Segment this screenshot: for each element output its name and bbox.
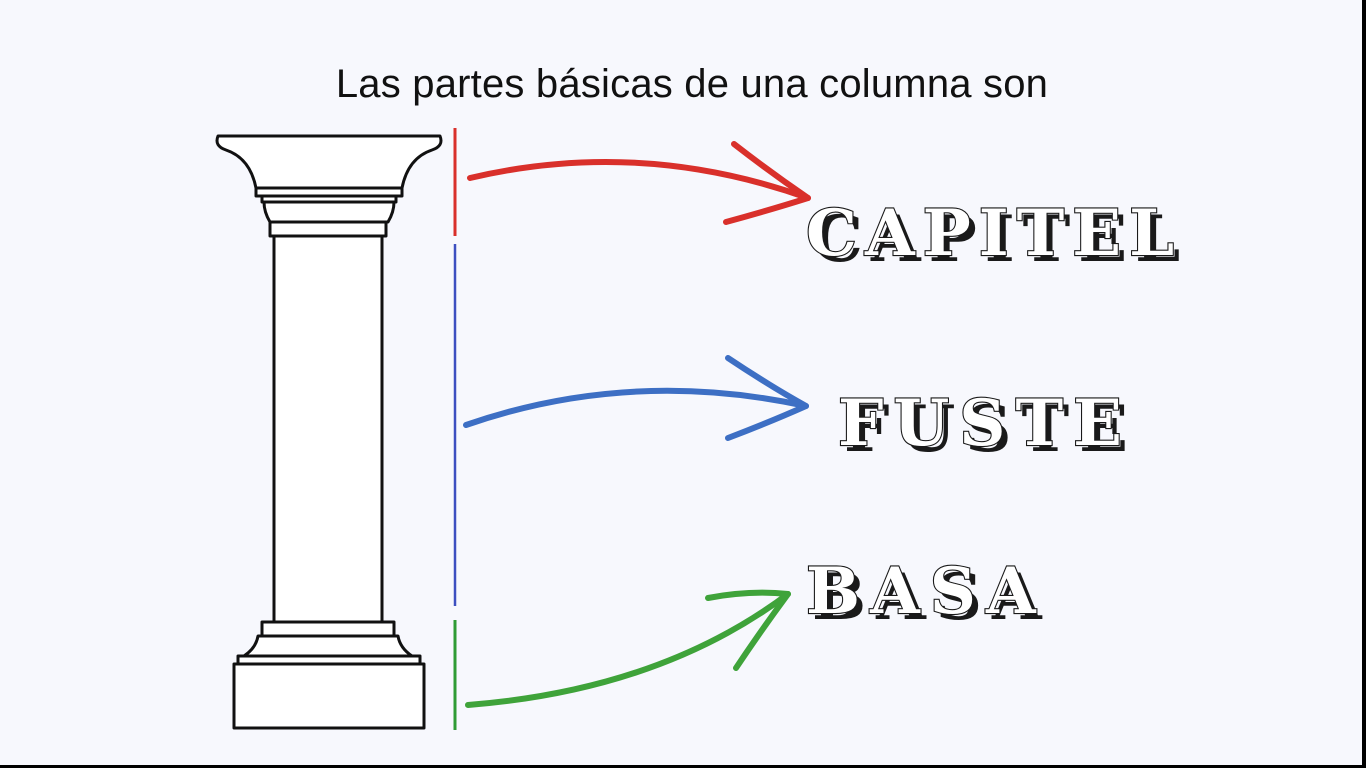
column-drawing (215, 134, 443, 730)
capital-label-group: CAPITEL CAPITEL (805, 195, 1188, 277)
shaft-label: FUSTE (838, 386, 1132, 461)
column-base-torus (260, 620, 396, 638)
shaft-label-group: FUSTE FUSTE (837, 385, 1138, 467)
base-arrow (465, 589, 791, 708)
column-capital-bowl (215, 134, 443, 190)
column-astragal (268, 220, 388, 238)
base-label-shadow: BASA (812, 560, 1052, 635)
shaft-label-shadow: FUSTE (844, 392, 1138, 467)
base-label: BASA (806, 554, 1046, 629)
capital-label: CAPITEL (806, 196, 1182, 271)
shaft-arrow (463, 355, 809, 441)
column-shaft (272, 234, 384, 624)
slide-title: Las partes básicas de una columna son (335, 62, 1049, 106)
base-label-group: BASA BASA (805, 553, 1052, 635)
capital-label-shadow: CAPITEL (812, 202, 1188, 277)
column-base-scotia (242, 634, 414, 658)
column-plinth (232, 662, 426, 730)
capital-arrow (467, 141, 811, 225)
column-capital-neck (262, 200, 396, 224)
